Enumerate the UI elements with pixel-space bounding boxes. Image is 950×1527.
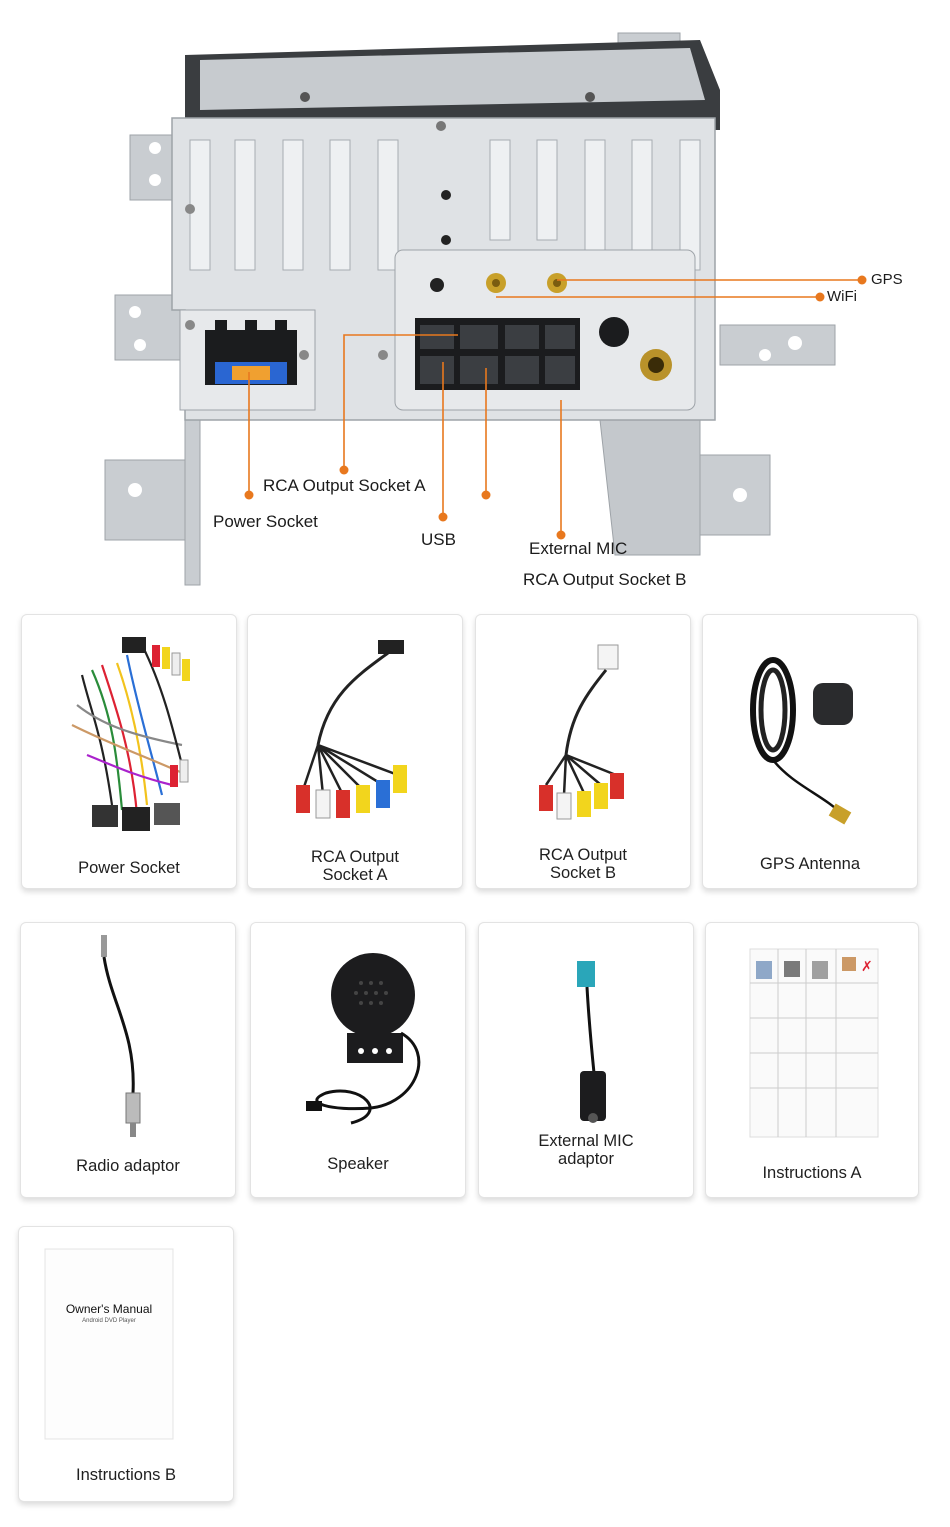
callout-rca-a: RCA Output Socket A bbox=[263, 476, 426, 495]
callout-lines bbox=[248, 279, 862, 535]
power-harness-image bbox=[71, 637, 190, 831]
accessory-label: Power Socket bbox=[78, 859, 180, 877]
accessory-label: External MIC adaptor bbox=[538, 1132, 634, 1168]
accessory-label: Instructions B bbox=[76, 1466, 176, 1484]
accessory-card-gps-antenna: GPS Antenna bbox=[702, 614, 918, 889]
radio-adaptor-image bbox=[101, 935, 141, 1137]
manual-subtitle: Android DVD Player bbox=[82, 1318, 136, 1324]
accessory-card-speaker: Speaker bbox=[250, 922, 466, 1198]
rca-b-cable-image bbox=[539, 644, 624, 820]
accessory-card-external-mic-adaptor: External MIC adaptor bbox=[478, 922, 694, 1198]
callout-wifi: WiFi bbox=[827, 288, 857, 305]
head-unit-rear-view: GPS WiFi RCA Output Socket A Power Socke… bbox=[0, 0, 950, 600]
callout-gps: GPS bbox=[871, 271, 903, 288]
speaker-image bbox=[306, 953, 421, 1125]
head-unit-illustration bbox=[104, 32, 867, 586]
accessory-label: Speaker bbox=[327, 1155, 389, 1173]
callout-rca-b: RCA Output Socket B bbox=[523, 570, 687, 589]
callout-usb: USB bbox=[421, 530, 456, 549]
accessory-card-instructions-a: ✗ Instructions A bbox=[705, 922, 919, 1198]
mic-adaptor-image bbox=[577, 961, 606, 1123]
accessory-card-power-socket: Power Socket bbox=[21, 614, 237, 889]
callout-external-mic: External MIC bbox=[529, 539, 628, 558]
rca-a-cable-image bbox=[296, 640, 407, 819]
manual-title: Owner's Manual bbox=[65, 1302, 153, 1316]
accessory-label: Radio adaptor bbox=[76, 1157, 180, 1175]
callout-dots bbox=[244, 275, 867, 540]
gps-antenna-image bbox=[750, 657, 853, 825]
accessory-label: Instructions A bbox=[762, 1164, 862, 1182]
accessory-card-instructions-b: Owner's Manual Android DVD Player Instru… bbox=[18, 1226, 234, 1502]
svg-text:✗: ✗ bbox=[861, 958, 873, 974]
instructions-b-image bbox=[44, 1248, 174, 1440]
accessory-label: RCA Output Socket B bbox=[538, 846, 628, 882]
accessory-card-radio-adaptor: Radio adaptor bbox=[20, 922, 236, 1198]
accessory-card-rca-a: RCA Output Socket A bbox=[247, 614, 463, 889]
accessory-card-rca-b: RCA Output Socket B bbox=[475, 614, 691, 889]
accessory-label: GPS Antenna bbox=[760, 855, 860, 873]
callout-power-socket: Power Socket bbox=[213, 512, 318, 531]
instructions-a-image: ✗ bbox=[749, 948, 879, 1138]
accessory-label: RCA Output Socket A bbox=[310, 848, 400, 884]
